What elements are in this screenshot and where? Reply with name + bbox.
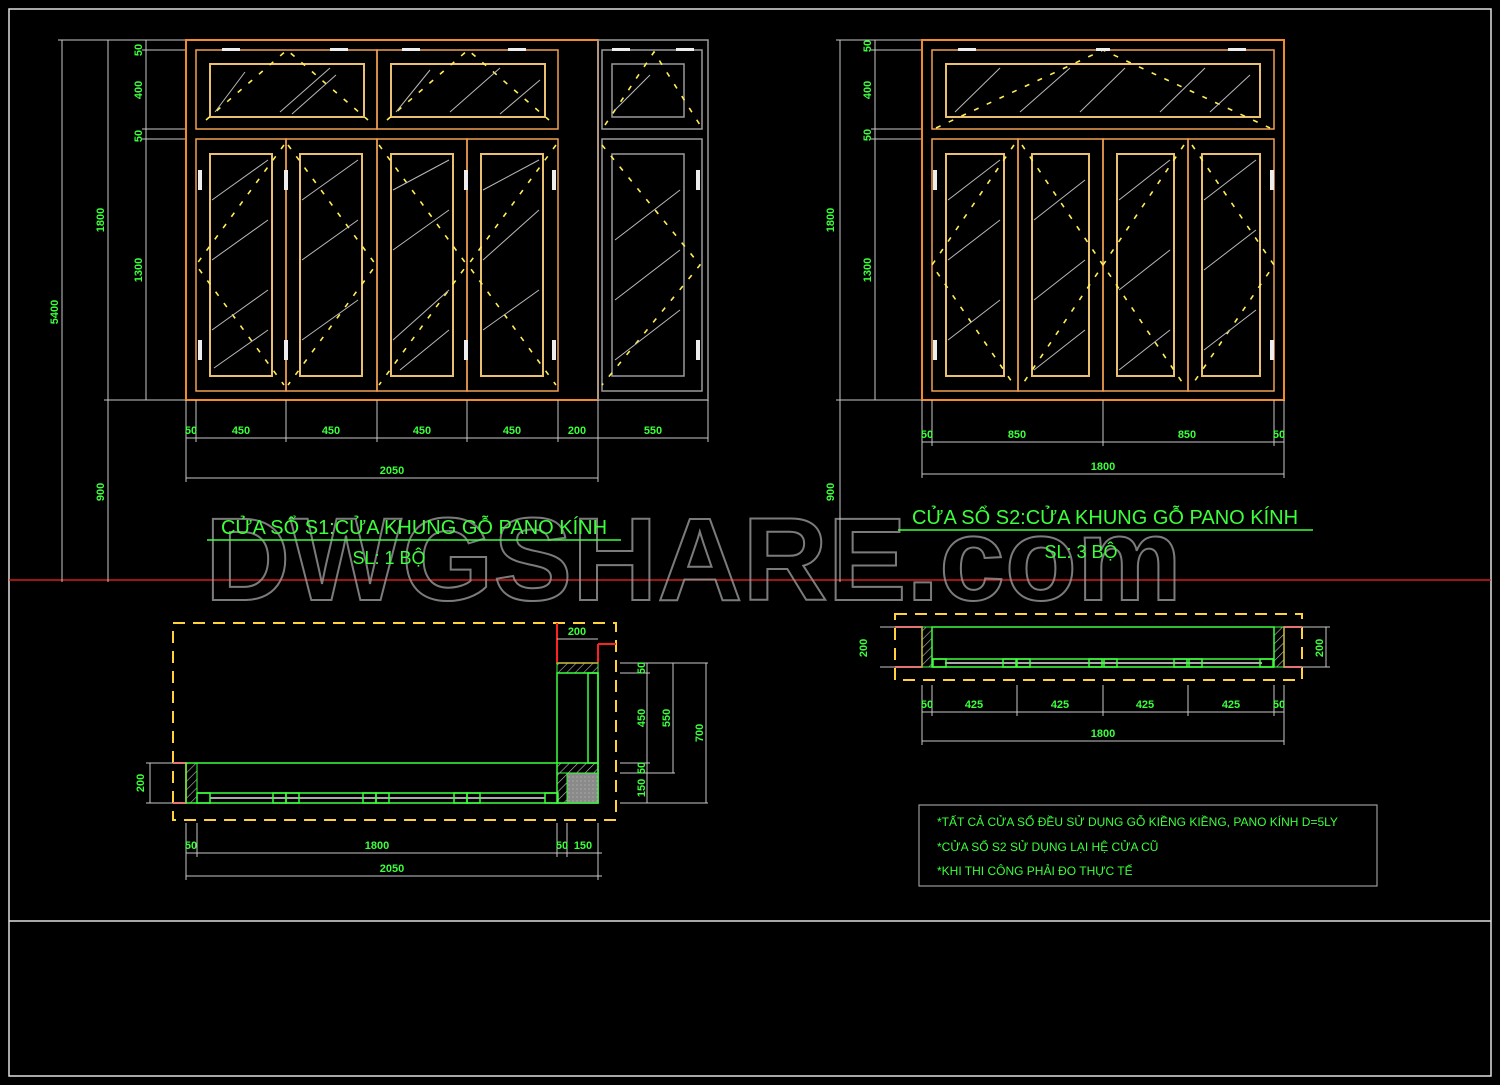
svg-text:50: 50 bbox=[185, 840, 197, 852]
svg-text:50: 50 bbox=[921, 429, 933, 441]
svg-text:50: 50 bbox=[133, 130, 145, 142]
svg-text:50: 50 bbox=[862, 129, 874, 141]
s1-plan-dims: 200 200 50 450 50 150 550 700 50 1800 50… bbox=[135, 626, 706, 875]
svg-text:425: 425 bbox=[1222, 699, 1240, 711]
svg-text:450: 450 bbox=[322, 425, 340, 437]
svg-text:1800: 1800 bbox=[365, 840, 389, 852]
svg-text:850: 850 bbox=[1008, 429, 1026, 441]
svg-text:50: 50 bbox=[636, 762, 648, 774]
svg-text:1800: 1800 bbox=[825, 208, 837, 232]
watermark: DWGSHARE.com bbox=[205, 494, 1182, 626]
svg-text:200: 200 bbox=[568, 626, 586, 638]
s1-title: CỬA SỔ S1:CỬA KHUNG GỖ PANO KÍNH bbox=[221, 515, 607, 539]
svg-text:425: 425 bbox=[1136, 699, 1154, 711]
svg-text:200: 200 bbox=[568, 425, 586, 437]
note-3: *KHI THI CÔNG PHẢI ĐO THỰC TẾ bbox=[937, 863, 1133, 878]
svg-text:450: 450 bbox=[413, 425, 431, 437]
svg-text:700: 700 bbox=[694, 724, 706, 742]
svg-text:1800: 1800 bbox=[1091, 461, 1115, 473]
svg-text:2050: 2050 bbox=[380, 465, 404, 477]
svg-text:200: 200 bbox=[1314, 639, 1326, 657]
svg-text:50: 50 bbox=[1273, 429, 1285, 441]
sheet-border bbox=[8, 8, 1492, 1077]
s2-title: CỬA SỔ S2:CỬA KHUNG GỖ PANO KÍNH bbox=[912, 505, 1298, 529]
svg-text:400: 400 bbox=[862, 81, 874, 99]
s1-quantity: SL: 1 BỘ bbox=[352, 547, 425, 568]
svg-text:1800: 1800 bbox=[1091, 728, 1115, 740]
s1-plan bbox=[146, 622, 708, 880]
svg-text:550: 550 bbox=[644, 425, 662, 437]
svg-text:50: 50 bbox=[862, 40, 874, 52]
svg-text:2050: 2050 bbox=[380, 863, 404, 875]
svg-text:1300: 1300 bbox=[862, 258, 874, 282]
s1-elevation bbox=[58, 39, 709, 582]
svg-text:50: 50 bbox=[185, 425, 197, 437]
s2-quantity: SL: 3 BỘ bbox=[1044, 541, 1117, 562]
svg-text:50: 50 bbox=[636, 662, 648, 674]
svg-text:550: 550 bbox=[661, 709, 673, 727]
svg-text:50: 50 bbox=[556, 840, 568, 852]
svg-text:425: 425 bbox=[965, 699, 983, 711]
svg-text:1800: 1800 bbox=[95, 208, 107, 232]
s2-title-block: CỬA SỔ S2:CỬA KHUNG GỖ PANO KÍNH SL: 3 B… bbox=[898, 505, 1313, 562]
svg-text:450: 450 bbox=[636, 709, 648, 727]
svg-text:900: 900 bbox=[825, 483, 837, 501]
svg-text:200: 200 bbox=[858, 639, 870, 657]
svg-text:450: 450 bbox=[232, 425, 250, 437]
svg-text:200: 200 bbox=[135, 774, 147, 792]
s1-title-block: CỬA SỔ S1:CỬA KHUNG GỖ PANO KÍNH SL: 1 B… bbox=[207, 515, 621, 568]
svg-text:425: 425 bbox=[1051, 699, 1069, 711]
svg-text:1300: 1300 bbox=[133, 258, 145, 282]
note-1: *TẤT CẢ CỬA SỔ ĐỀU SỬ DỤNG GỖ KIỀNG KIỀN… bbox=[937, 814, 1338, 829]
note-2: *CỬA SỔ S2 SỬ DỤNG LẠI HỆ CỬA CŨ bbox=[937, 839, 1158, 854]
s2-plan bbox=[880, 613, 1330, 745]
svg-text:50: 50 bbox=[133, 44, 145, 56]
svg-text:850: 850 bbox=[1178, 429, 1196, 441]
s2-plan-dims: 200 200 50 425 425 425 425 50 1800 bbox=[858, 639, 1326, 740]
s2-elevation bbox=[836, 39, 1285, 582]
svg-text:50: 50 bbox=[1273, 699, 1285, 711]
svg-text:400: 400 bbox=[133, 81, 145, 99]
svg-text:50: 50 bbox=[921, 699, 933, 711]
svg-text:900: 900 bbox=[95, 483, 107, 501]
s2-elevation-dims: 50 400 50 1300 1800 900 50 850 850 50 18… bbox=[825, 40, 1285, 501]
s1-elevation-dims: 50 400 50 1300 1800 5400 900 50 450 450 … bbox=[49, 44, 662, 501]
svg-text:150: 150 bbox=[636, 779, 648, 797]
svg-text:5400: 5400 bbox=[49, 300, 61, 324]
notes-box: *TẤT CẢ CỬA SỔ ĐỀU SỬ DỤNG GỖ KIỀNG KIỀN… bbox=[918, 804, 1378, 887]
svg-text:450: 450 bbox=[503, 425, 521, 437]
svg-text:150: 150 bbox=[574, 840, 592, 852]
